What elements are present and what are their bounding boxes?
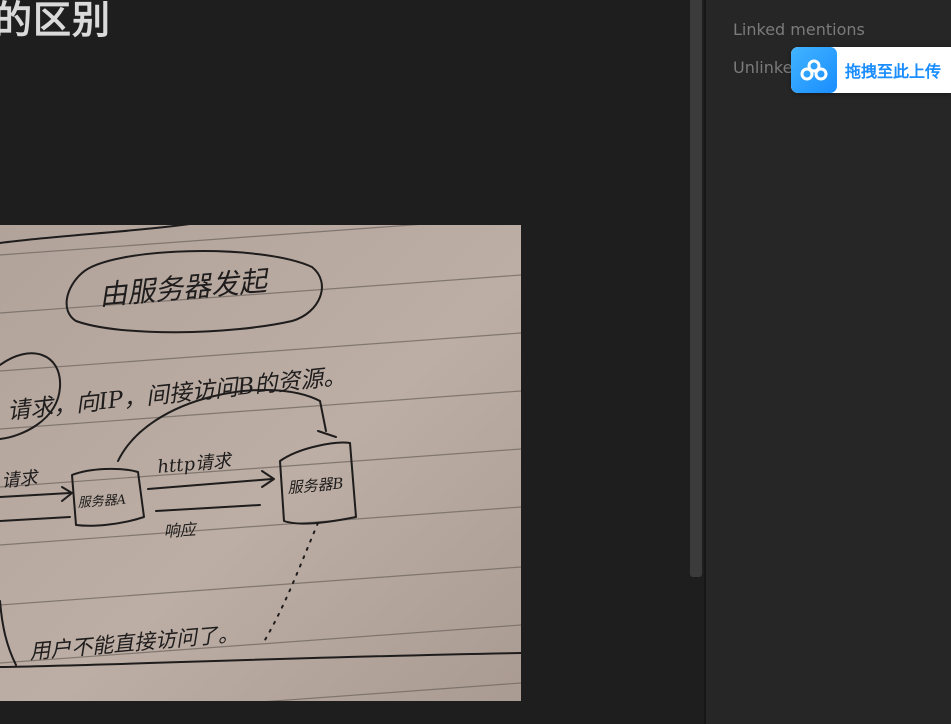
handwritten-note-image[interactable]: 由服务器发起 请求，向IP，间接访问B的资源。 请求 服务器A http请求 服…	[0, 225, 521, 701]
cloud-icon	[791, 47, 837, 93]
drag-upload-widget[interactable]: 拖拽至此上传	[791, 47, 951, 93]
ruled-lines	[0, 225, 521, 701]
linked-mentions-header[interactable]: Linked mentions	[733, 20, 865, 39]
page-title: 的区别	[0, 0, 112, 42]
note-line-7: 响应	[163, 520, 198, 541]
unlinked-mentions-header[interactable]: Unlinke	[733, 58, 793, 77]
note-line-3: 请求	[1, 468, 41, 492]
editor-scrollbar[interactable]	[690, 0, 702, 577]
note-line-4: 服务器A	[77, 493, 126, 511]
dotted-connector	[261, 522, 319, 646]
ink-drawing	[0, 225, 521, 668]
right-sidebar: Linked mentions Unlinke	[706, 0, 951, 724]
note-line-6: 服务器B	[287, 474, 344, 497]
editor-pane: 的区别	[0, 0, 702, 701]
pane-divider[interactable]	[704, 0, 706, 724]
upload-label: 拖拽至此上传	[845, 62, 942, 81]
